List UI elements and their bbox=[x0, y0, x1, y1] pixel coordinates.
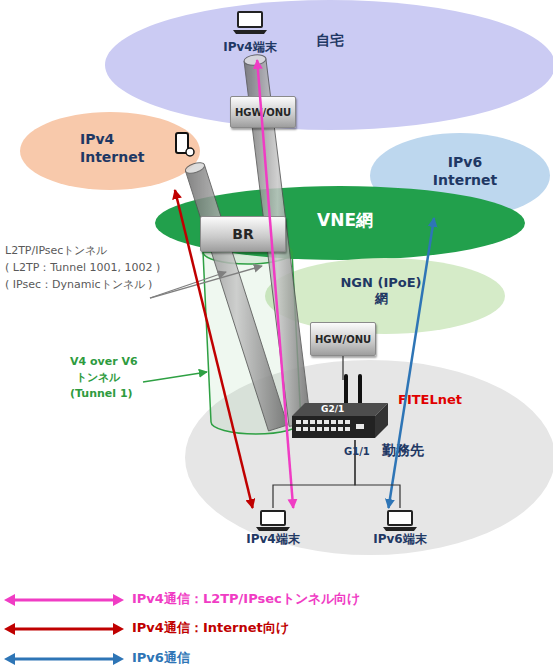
ipv4-terminal: IPv4端末 bbox=[230, 508, 316, 552]
annotation-label: (Tunnel 1) bbox=[70, 387, 133, 400]
legend-line bbox=[12, 658, 116, 661]
ipv6-terminal: IPv6端末 bbox=[357, 508, 443, 552]
node-text: IPv4端末 bbox=[205, 40, 295, 55]
legend-line bbox=[12, 599, 116, 602]
node-text: FITELnet bbox=[398, 392, 488, 408]
legend-arrow-head bbox=[113, 653, 124, 665]
ellipse-shape bbox=[265, 258, 505, 334]
leader-lines bbox=[143, 266, 262, 382]
legend-swatch bbox=[3, 621, 125, 637]
legend-arrow-head bbox=[113, 594, 124, 606]
connector bbox=[175, 190, 253, 508]
node-text: IPv4端末 bbox=[228, 532, 318, 547]
connector bbox=[355, 440, 400, 508]
annotation-label: ( L2TP：Tunnel 1001, 1002 ) bbox=[5, 261, 160, 274]
leader-line bbox=[150, 266, 262, 298]
node-text: IPv6 Internet bbox=[420, 154, 510, 189]
node-text: 自宅 bbox=[300, 32, 360, 50]
ipv4-internet-cloud: IPv4 Internet bbox=[20, 112, 200, 190]
legend-arrow-head bbox=[4, 623, 15, 635]
legend-text: IPv6通信 bbox=[132, 650, 190, 665]
home-area: 自宅 IPv4端末 bbox=[105, 0, 553, 130]
leader-line bbox=[143, 372, 207, 382]
ellipse-outline bbox=[185, 360, 553, 555]
connector bbox=[257, 60, 293, 508]
ellipse-shape bbox=[105, 0, 553, 130]
annotation-label: L2TP/IPsecトンネル bbox=[5, 244, 107, 257]
node-text: BR bbox=[232, 226, 253, 242]
node-text: IPv6端末 bbox=[355, 532, 445, 547]
br-box: BR bbox=[200, 216, 286, 252]
hgw-onu-box: HGW/ONU bbox=[230, 96, 296, 128]
annotation-label: ( IPsec：Dynamicトンネル ) bbox=[5, 278, 152, 291]
node-text: 勤務先 bbox=[368, 442, 438, 460]
ngn-network: NGN (IPoE)網 bbox=[265, 258, 505, 334]
node-text: HGW/ONU bbox=[315, 334, 371, 345]
legend-text: IPv4通信：Internet向け bbox=[132, 620, 289, 636]
ellipse-shape bbox=[155, 186, 525, 260]
legend-arrow-head bbox=[4, 653, 15, 665]
node-text: NGN (IPoE)網 bbox=[340, 275, 422, 308]
annotation-label: トンネル bbox=[76, 371, 120, 384]
legend-line bbox=[12, 628, 116, 631]
node-text: IPv4 Internet bbox=[80, 131, 152, 166]
ipv4-terminal: IPv4端末 bbox=[215, 8, 285, 60]
office-area: 勤務先 FITELnetIPv4端末 IPv6端末 bbox=[185, 360, 553, 555]
connector bbox=[273, 440, 355, 508]
hgw-onu-box: HGW/ONU bbox=[310, 322, 376, 356]
ellipse-outline bbox=[105, 0, 553, 130]
legend-arrow-head bbox=[4, 594, 15, 606]
annotation-label: G1/1 bbox=[344, 446, 370, 458]
connector bbox=[389, 218, 435, 508]
annotation-label: G2/1 bbox=[321, 404, 344, 415]
node-text: HGW/ONU bbox=[235, 107, 291, 118]
legend-text: IPv4通信：L2TP/IPsecトンネル向け bbox=[132, 591, 360, 607]
legend-swatch bbox=[3, 592, 125, 608]
leader-line bbox=[150, 272, 226, 298]
ellipse-shape bbox=[185, 360, 553, 555]
vne-network-band: VNE網 BR bbox=[155, 186, 525, 260]
annotation-label: V4 over V6 bbox=[70, 355, 138, 368]
legend-arrow-head bbox=[113, 623, 124, 635]
legend-swatch bbox=[3, 651, 125, 665]
node-text: VNE網 bbox=[300, 210, 390, 231]
connector bbox=[342, 356, 343, 380]
ellipse-shape bbox=[20, 112, 200, 190]
